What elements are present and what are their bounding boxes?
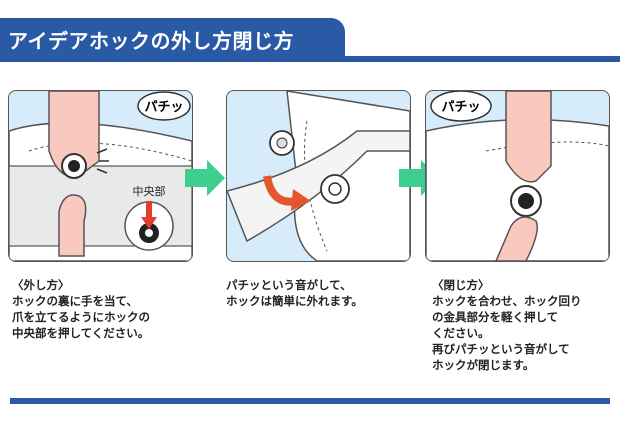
header-rule: [0, 56, 620, 62]
header: アイデアホックの外し方閉じ方: [0, 0, 620, 62]
caption-released: パチッという音がして、 ホックは簡単に外れます。: [226, 277, 363, 309]
illustration-panel-remove-press: パチッ 中央部: [8, 90, 193, 262]
illustration-panel-close: パチッ: [425, 90, 610, 262]
caption-remove: 〈外し方〉 ホックの裏に手を当て、 爪を立てるようにホックの 中央部を押してくだ…: [12, 277, 150, 341]
caption-line: 再びパチッという音がして: [432, 342, 570, 356]
caption-line: 〈外し方〉: [12, 278, 70, 292]
bubble-text: パチッ: [441, 100, 480, 115]
caption-line: ホックを合わせ、ホック回り: [432, 294, 582, 308]
caption-line: の金具部分を軽く押して: [432, 310, 559, 324]
caption-line: 中央部を押してください。: [12, 326, 150, 340]
caption-line: 〈閉じ方〉: [432, 278, 490, 292]
page-title: アイデアホックの外し方閉じ方: [8, 29, 294, 53]
caption-line: 爪を立てるようにホックの: [12, 310, 150, 324]
bubble-text: パチッ: [144, 100, 183, 115]
center-part-label: 中央部: [133, 184, 166, 198]
arrow-right-icon: [185, 160, 225, 196]
caption-line: ホックは簡単に外れます。: [226, 294, 363, 308]
close-illustration: パチッ: [426, 91, 609, 261]
title-box: [0, 18, 345, 58]
caption-line: パチッという音がして、: [226, 278, 352, 292]
caption-line: ください。: [432, 326, 490, 340]
footer-rule: [10, 398, 610, 404]
remove-press-illustration: パチッ 中央部: [9, 91, 192, 261]
illustration-panel-released: [226, 90, 411, 262]
released-illustration: [227, 91, 410, 261]
caption-line: ホックが閉じます。: [432, 358, 535, 372]
caption-close: 〈閉じ方〉 ホックを合わせ、ホック回り の金具部分を軽く押して ください。 再び…: [432, 277, 582, 373]
caption-line: ホックの裏に手を当て、: [12, 294, 138, 308]
